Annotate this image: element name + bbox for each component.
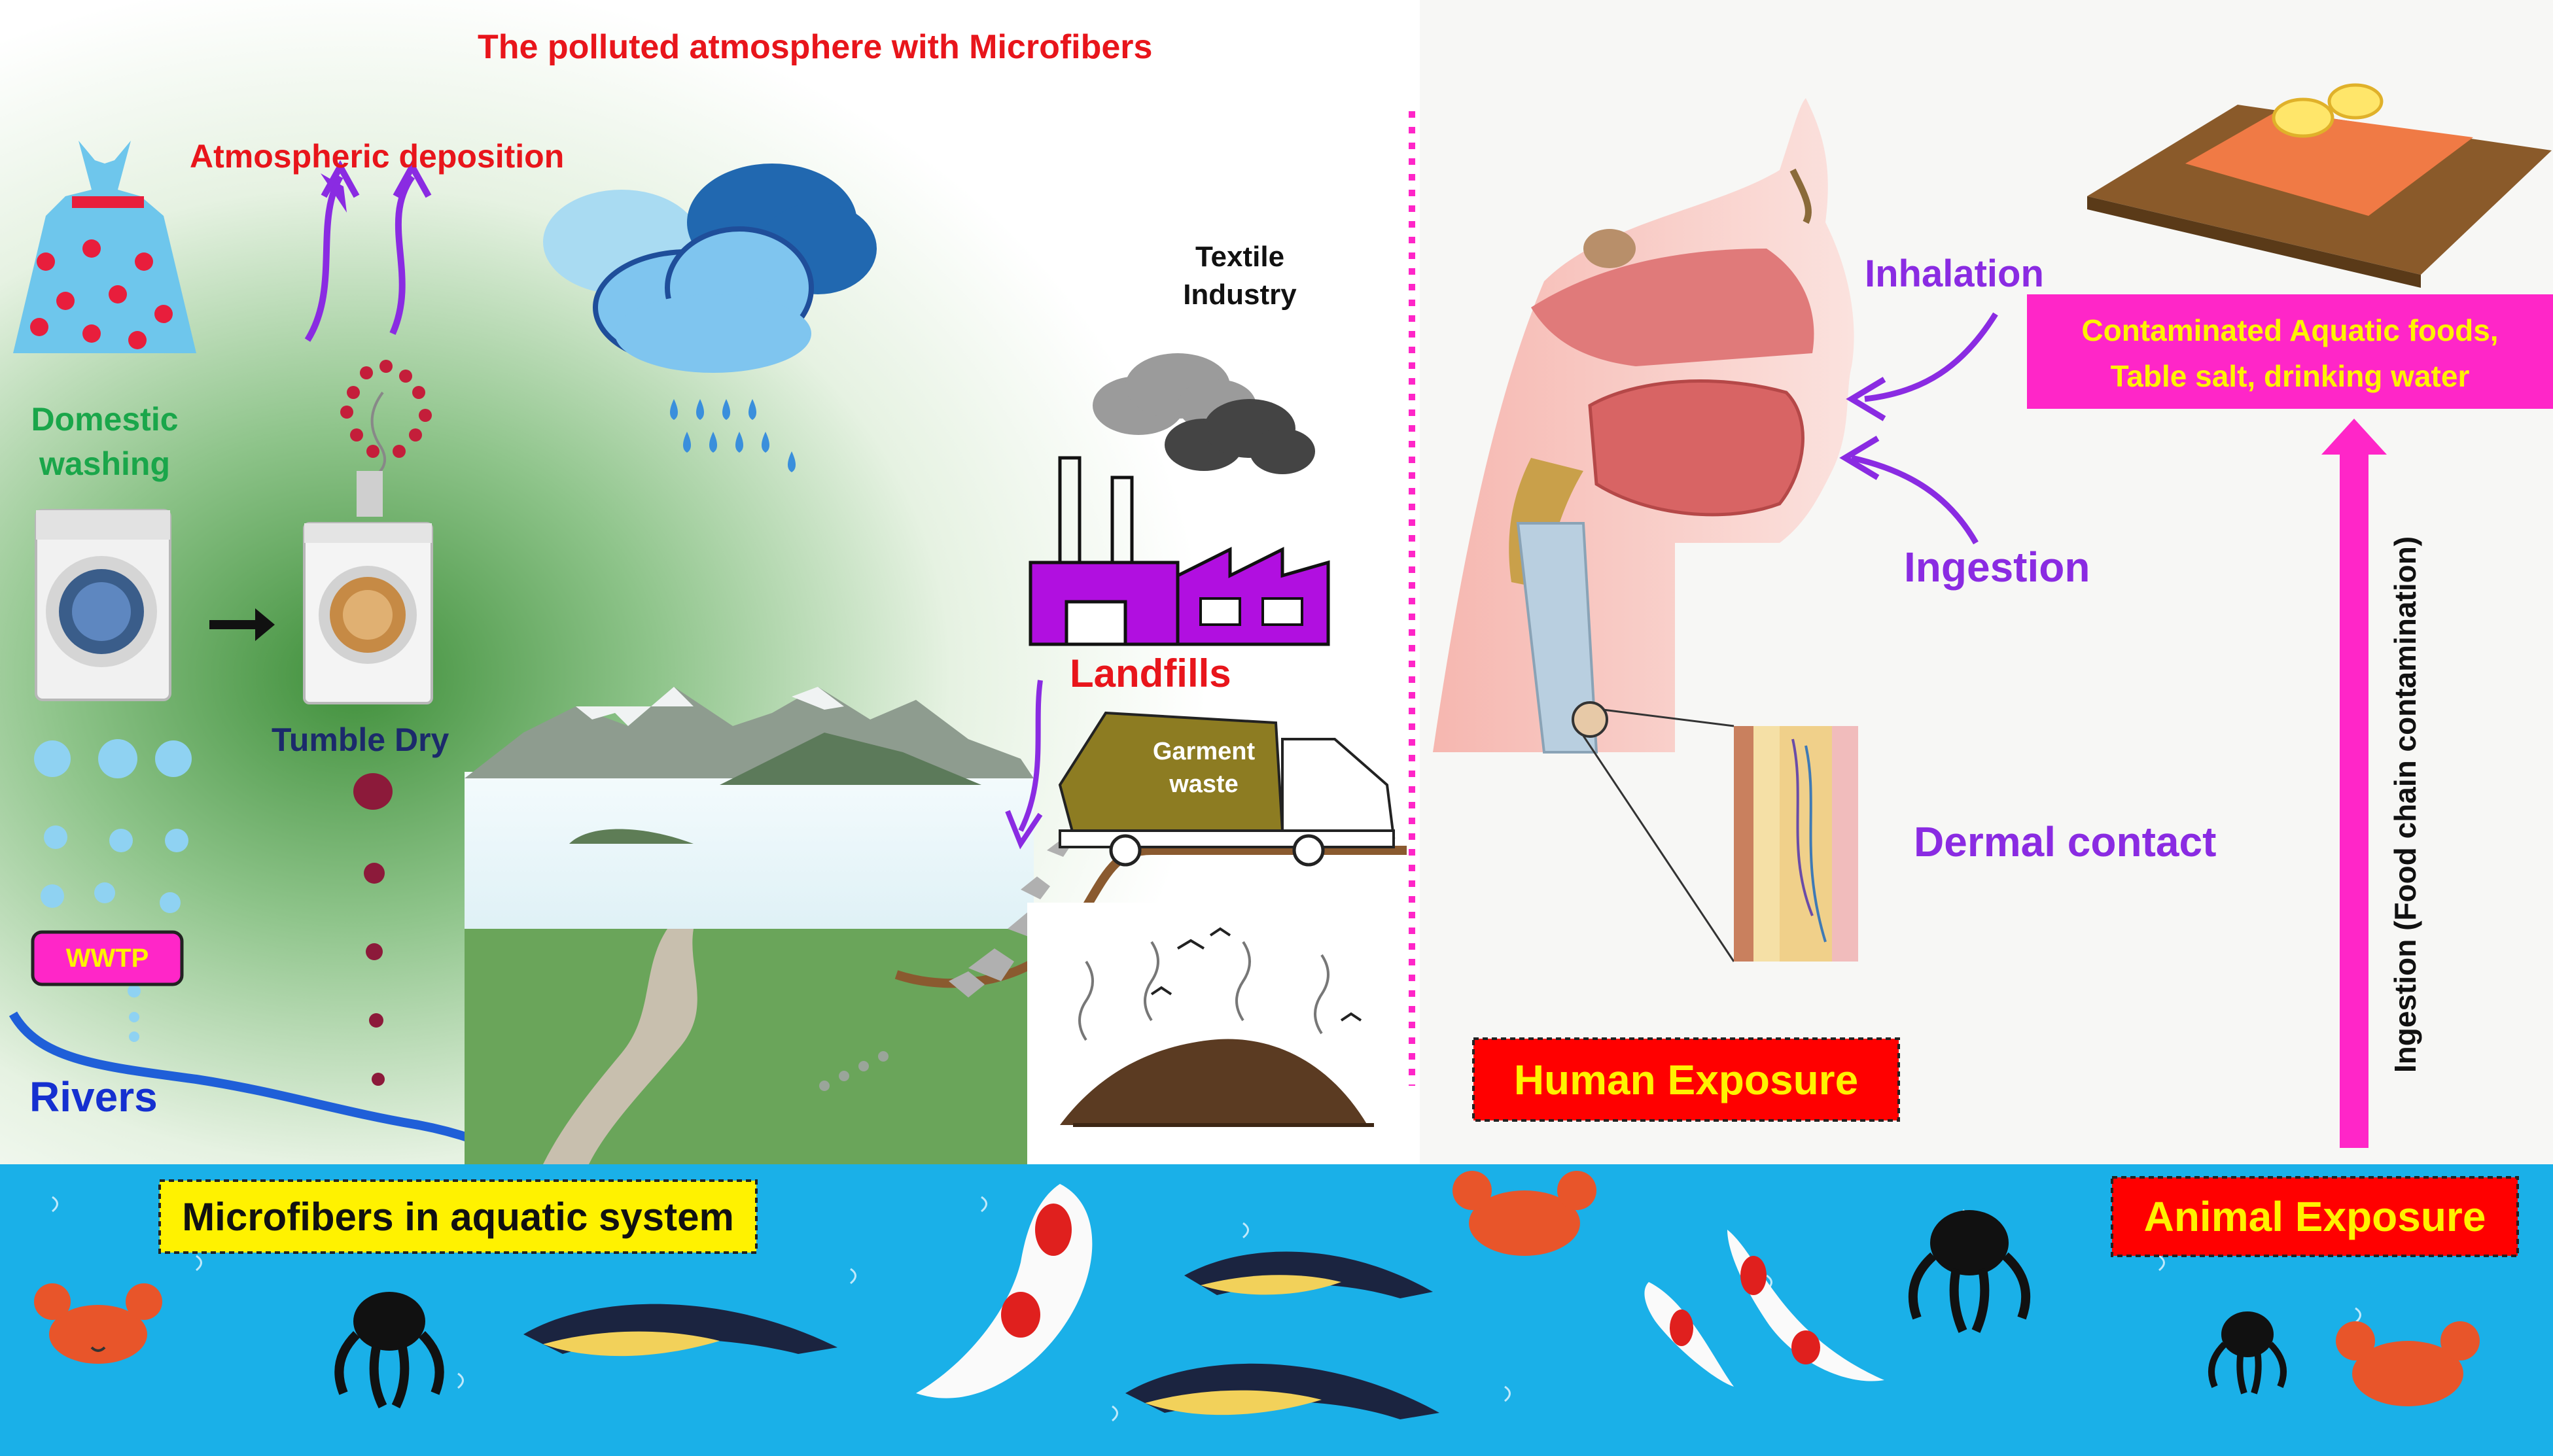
garment-truck-icon: [1058, 711, 1396, 867]
ingestion-label: Ingestion: [1904, 544, 2090, 591]
wwtp-box: [31, 930, 184, 986]
dress-icon: [13, 141, 196, 353]
atmospheric-deposition-label: Atmospheric deposition: [190, 138, 565, 175]
contaminated-box: [2027, 294, 2553, 409]
rain-cloud-icon: [543, 164, 877, 472]
human-exposure-box: [1472, 1037, 1900, 1122]
garbage-heap-icon: [1027, 903, 1420, 1164]
textile-industry-label-line2: Industry: [1183, 279, 1297, 311]
garment-waste-label-line1: Garment: [1152, 738, 1256, 765]
contaminated-label-line1: Contaminated Aquatic foods,: [2081, 313, 2499, 347]
koi-fish-icon-2: [1644, 1282, 1734, 1387]
factory-icon: [1029, 353, 1330, 646]
inhalation-arrow: [1864, 312, 1998, 402]
aquatic-box: [158, 1179, 758, 1254]
washing-machine-icon: [35, 509, 171, 701]
deposition-arrows: [304, 175, 415, 342]
fiber-particles: [34, 739, 192, 1042]
textile-industry-label-line1: Textile: [1195, 241, 1285, 273]
microfiber-burst-icon: [340, 360, 432, 517]
dolphin-icon-2: [1184, 1251, 1433, 1298]
domestic-washing-label-line1: Domestic: [31, 401, 179, 438]
dolphin-icon-1: [523, 1304, 837, 1357]
fallout-dots: [353, 773, 393, 1086]
landfills-label: Landfills: [1070, 651, 1231, 695]
head-anatomy-icon: [1433, 98, 1854, 754]
diagram-title: The polluted atmosphere with Microfibers: [478, 28, 1153, 66]
crab-icon-1: [34, 1283, 162, 1364]
aquatic-system-label: Microfibers in aquatic system: [182, 1194, 734, 1239]
crab-icon-2: [1453, 1171, 1596, 1256]
landscape-scene: [465, 687, 1034, 1164]
crab-icon-3: [2336, 1321, 2480, 1406]
animal-exposure-label: Animal Exposure: [2143, 1193, 2486, 1240]
koi-fish-icon-1: [916, 1184, 1093, 1398]
octopus-icon-2: [1908, 1210, 2031, 1333]
wwtp-label: WWTP: [65, 943, 149, 973]
dermal-contact-label: Dermal contact: [1914, 818, 2217, 865]
skin-section-icon: [1572, 701, 1858, 962]
food-plate-icon: [2087, 83, 2552, 288]
inhalation-label: Inhalation: [1865, 252, 2044, 295]
waste-debris: [949, 841, 1070, 997]
food-chain-label: Ingestion (Food chain contamination): [2388, 536, 2422, 1073]
food-chain-arrow: [2340, 451, 2368, 1148]
tumble-dry-label: Tumble Dry: [272, 721, 449, 758]
ingestion-arrow: [1851, 455, 1979, 545]
domestic-washing-label-line2: washing: [39, 445, 171, 482]
arrow-right-icon: [209, 608, 275, 641]
contaminated-label-line2: Table salt, drinking water: [2110, 359, 2470, 393]
octopus-icon-1: [334, 1292, 444, 1409]
tumble-dryer-icon: [303, 522, 433, 704]
animal-exposure-box: [2111, 1176, 2519, 1257]
rivers-label: Rivers: [29, 1073, 158, 1120]
octopus-icon-3: [2208, 1311, 2287, 1395]
garment-waste-label-line2: waste: [1169, 771, 1239, 798]
dolphin-icon-3: [1125, 1363, 1439, 1419]
koi-fish-icon-3: [1727, 1230, 1884, 1381]
human-exposure-label: Human Exposure: [1513, 1056, 1859, 1103]
